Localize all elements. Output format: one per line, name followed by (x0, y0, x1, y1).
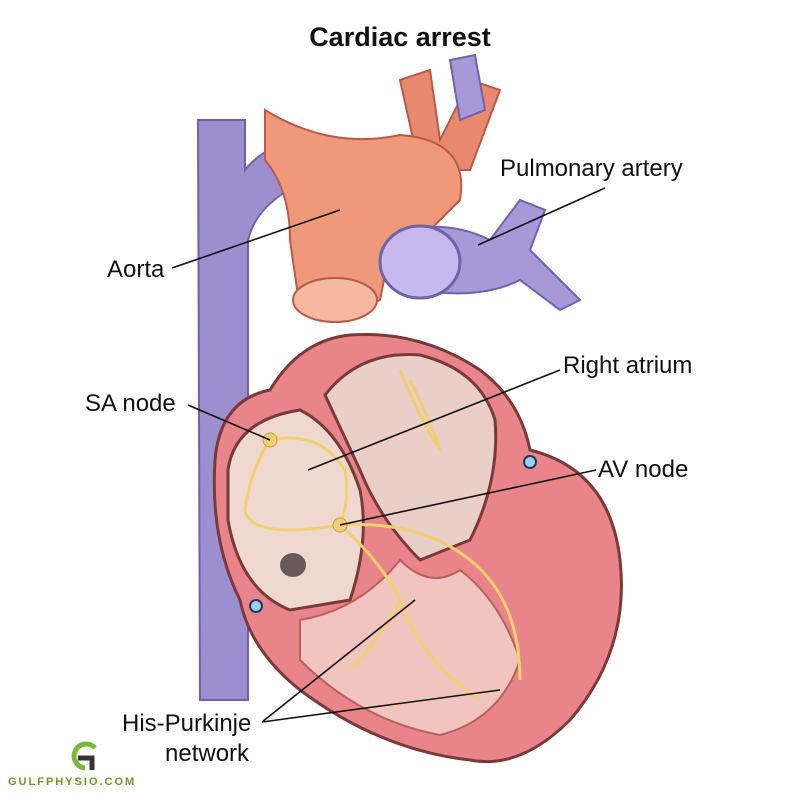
pulmonary-branch-upper (448, 53, 487, 122)
aorta-opening (292, 277, 378, 323)
left-atrium-chamber (323, 353, 498, 562)
label-his-purkinje: His-Purkinje (122, 710, 252, 737)
leader-right-atrium (307, 369, 561, 471)
aorta (264, 108, 463, 315)
leader-av-node (339, 469, 597, 526)
valve-opening (280, 553, 306, 577)
label-network: network (165, 740, 250, 767)
leader-his-purkinje-2 (261, 689, 501, 723)
leader-sa-node (187, 404, 271, 441)
leader-lines (171, 187, 606, 723)
leader-pulmonary-artery (477, 187, 606, 246)
conduction-system (243, 369, 522, 702)
pulmonary-artery-opening (378, 224, 462, 300)
leader-his-purkinje-1 (261, 599, 416, 723)
diagram-title: Cardiac arrest (309, 22, 491, 52)
gulfphysio-logo (71, 741, 97, 771)
right-atrium-chamber (226, 408, 365, 612)
coronary-vessel-left (523, 455, 537, 469)
label-pulmonary-artery: Pulmonary artery (500, 155, 683, 182)
label-aorta: Aorta (107, 256, 165, 283)
label-av-node: AV node (598, 456, 689, 483)
ventricle-chamber (299, 558, 522, 737)
leader-aorta (171, 209, 341, 269)
watermark-text: GULFPHYSIO.COM (8, 776, 137, 788)
label-right-atrium: Right atrium (563, 352, 693, 379)
label-sa-node: SA node (85, 390, 176, 417)
coronary-vessel-right (249, 599, 263, 613)
